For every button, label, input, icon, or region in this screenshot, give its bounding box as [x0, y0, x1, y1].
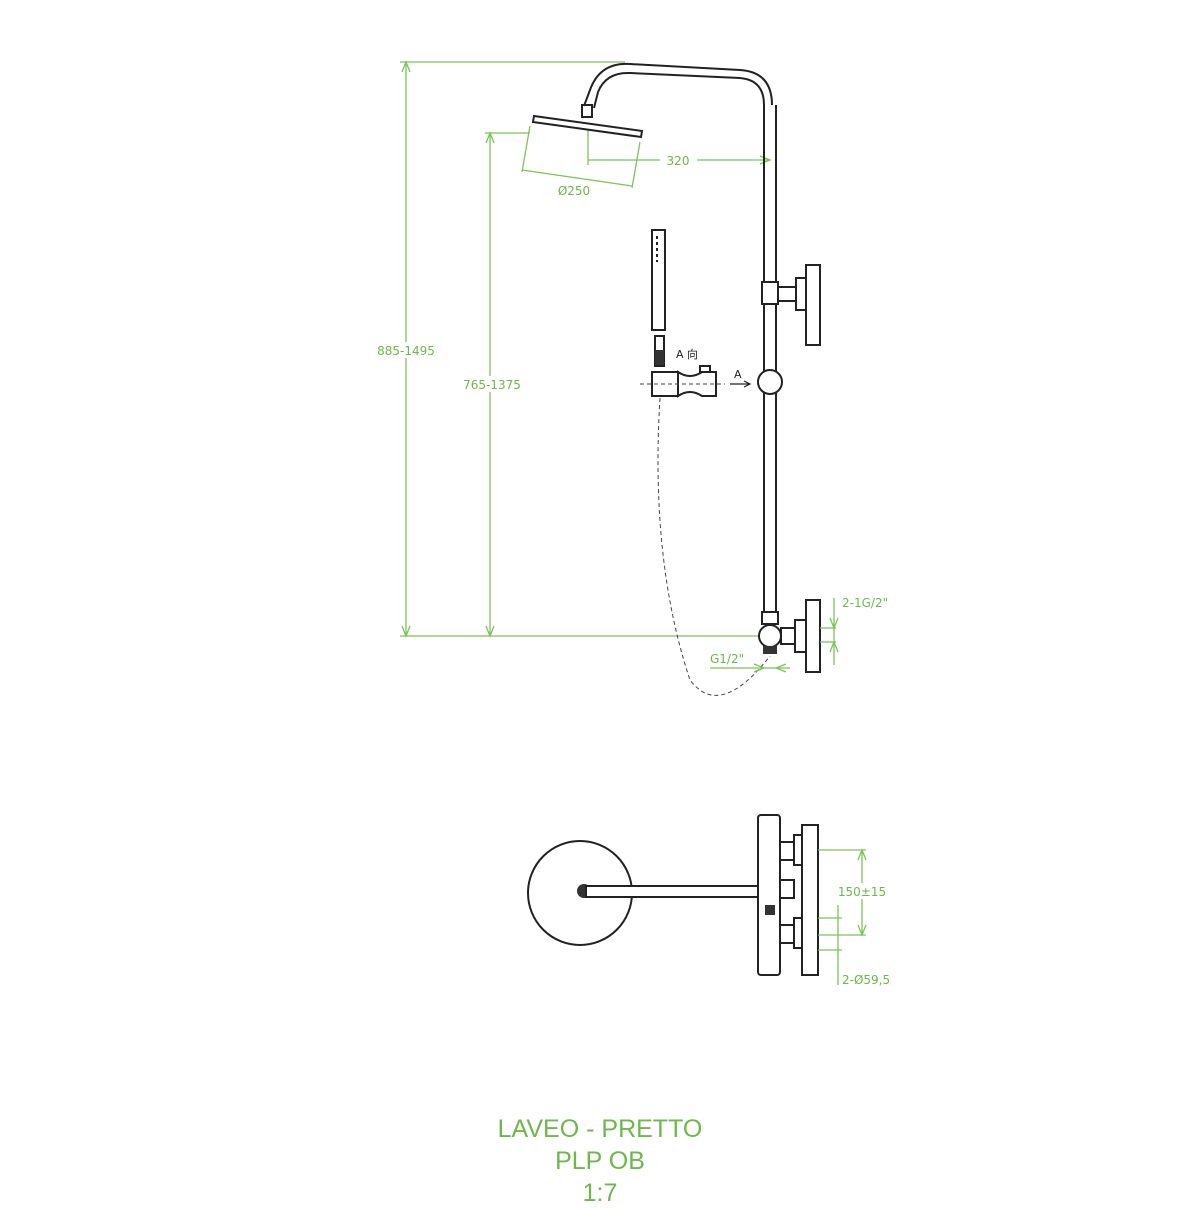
dimension-head-diameter: Ø250: [521, 125, 641, 198]
top-view: 150±15 2-Ø59,5: [527, 814, 890, 987]
riser-bar: [757, 105, 821, 673]
head-diameter-label: Ø250: [558, 184, 590, 198]
arrow-a-label: A: [734, 368, 742, 381]
dimension-outlet-thread: 2-1G/2": [820, 596, 888, 665]
dimension-bar-height: 765-1375: [458, 131, 530, 638]
dimension-hose-thread: G1/2": [710, 652, 790, 673]
wall-bracket-lower: [805, 599, 821, 673]
product-code: PLP OB: [555, 1147, 645, 1175]
overhead-shower: [531, 62, 773, 139]
diverter: [758, 624, 782, 648]
dimension-arm-length: 320: [587, 130, 772, 168]
outlet-thread-label: 2-1G/2": [842, 596, 888, 610]
total-height-label: 885-1495: [377, 344, 435, 358]
arm-length-label: 320: [667, 154, 690, 168]
dimension-total-height: 885-1495: [370, 60, 765, 638]
hose-thread-label: G1/2": [710, 652, 744, 666]
wall-bracket-upper: [805, 264, 821, 346]
center-distance-label: 150±15: [838, 885, 886, 899]
escutcheon-diameter-label: 2-Ø59,5: [842, 973, 890, 987]
drawing-scale: 1:7: [582, 1179, 618, 1207]
hand-shower: A 向 A: [640, 229, 752, 398]
product-name: LAVEO - PRETTO: [497, 1115, 703, 1143]
slider-ring: [757, 369, 783, 395]
bar-height-label: 765-1375: [463, 378, 521, 392]
hose: [657, 397, 771, 696]
view-a-label: A 向: [676, 347, 698, 361]
